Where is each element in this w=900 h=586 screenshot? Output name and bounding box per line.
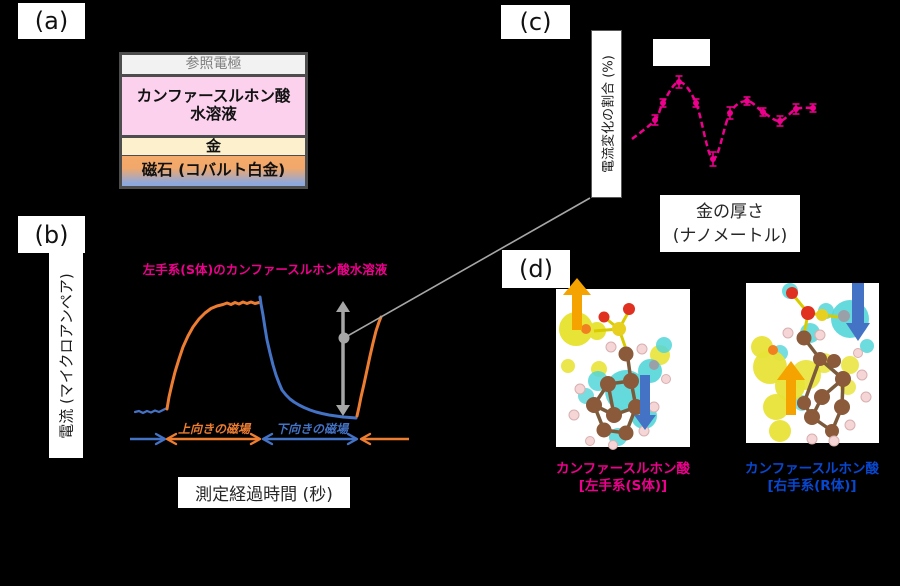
panel-c-x-axis-line2: (ナノメートル): [672, 225, 788, 246]
stack-layer-csa-line1: カンファースルホン酸: [136, 87, 291, 106]
panel-d-label: (d): [502, 250, 570, 288]
panel-c-label: (c): [501, 5, 570, 39]
panel-b-x-axis-label: 測定経過時間 (秒): [195, 485, 333, 505]
panel-b-y-axis-box: 電流 (マイクロアンペア): [49, 253, 83, 458]
spin-up-arrow: [777, 361, 805, 415]
caption-r-line2: [右手系(R体)]: [767, 478, 857, 494]
caption-s-line2: [左手系(S体)]: [578, 478, 668, 494]
stack-layer-reference-electrode: 参照電極: [122, 55, 305, 77]
panel-c-x-axis-line1: 金の厚さ: [696, 201, 764, 222]
panel-b-x-axis-box: 測定経過時間 (秒): [178, 477, 350, 508]
panel-a-label: (a): [18, 3, 85, 39]
molecule-s-art: [559, 278, 672, 450]
molecule-r-art: [751, 283, 874, 447]
panel-c-plot: [631, 75, 817, 167]
spin-down-arrow: [846, 283, 870, 341]
field-down-label: 下向きの磁場: [275, 422, 348, 436]
panel-b-chart: [130, 295, 409, 446]
atoms-r: [768, 327, 872, 447]
caption-s-form: カンファースルホン酸 [左手系(S体)]: [538, 461, 708, 495]
stack-layer-csa-solution: カンファースルホン酸 水溶液: [122, 77, 305, 138]
stack-layer-csa-line2: 水溶液: [190, 105, 237, 123]
caption-r-line1: カンファースルホン酸: [745, 461, 879, 477]
panel-c-y-axis-label: 電流変化の割合 (%): [601, 55, 616, 173]
stack-layer-gold: 金: [122, 137, 305, 156]
stack-layer-magnet: 磁石 (コバルト白金): [122, 156, 305, 186]
panel-b-plot: [130, 295, 409, 446]
caption-s-line1: カンファースルホン酸: [556, 461, 690, 477]
field-up-label: 上向きの磁場: [177, 422, 250, 436]
panel-c-x-axis-box: 金の厚さ (ナノメートル): [660, 195, 800, 252]
panel-c-chart: [631, 75, 817, 167]
blank-label-box: [653, 39, 710, 66]
panel-c-y-axis-box: 電流変化の割合 (%): [591, 30, 622, 198]
electrode-stack-diagram: 参照電極 カンファースルホン酸 水溶液 金 磁石 (コバルト白金): [119, 52, 308, 189]
panel-b-title: 左手系(S体)のカンファースルホン酸水溶液: [142, 262, 388, 277]
caption-r-form: カンファースルホン酸 [右手系(R体)]: [727, 461, 897, 495]
panel-b-y-axis-label: 電流 (マイクロアンペア): [57, 272, 76, 439]
molecule-image-s-form: [556, 278, 690, 450]
panel-b-label: (b): [18, 216, 85, 253]
spin-down-arrow: [634, 375, 656, 430]
molecule-image-r-form: [746, 283, 879, 447]
